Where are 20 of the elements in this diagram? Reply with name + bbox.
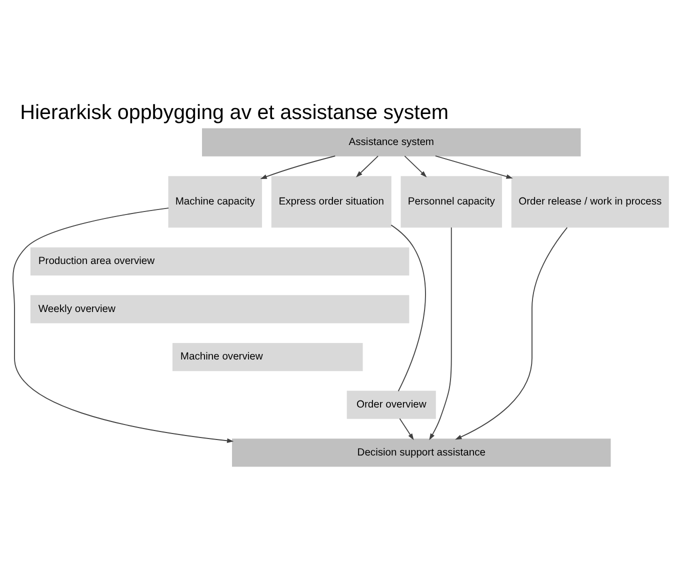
arrow	[455, 227, 568, 440]
node-box: Order release / work in process	[511, 176, 669, 228]
arrow	[399, 418, 414, 440]
node-box: Machine capacity	[168, 176, 262, 228]
node-box: Weekly overview	[30, 295, 410, 324]
diagram-title: Hierarkisk oppbygging av et assistanse system	[20, 101, 449, 124]
node-box: Express order situation	[271, 176, 392, 228]
node-box: Production area overview	[30, 247, 410, 276]
arrow	[12, 208, 234, 443]
arrow	[356, 156, 379, 178]
node-box: Machine overview	[172, 342, 363, 372]
node-box: Personnel capacity	[400, 176, 502, 228]
arrow	[434, 156, 513, 179]
arrow	[260, 156, 336, 179]
connector	[390, 224, 426, 392]
node-box: Assistance system	[202, 128, 581, 156]
arrow	[429, 227, 452, 440]
node-box: Decision support assistance	[232, 438, 611, 467]
node-box: Order overview	[346, 390, 436, 419]
arrow	[404, 156, 427, 178]
